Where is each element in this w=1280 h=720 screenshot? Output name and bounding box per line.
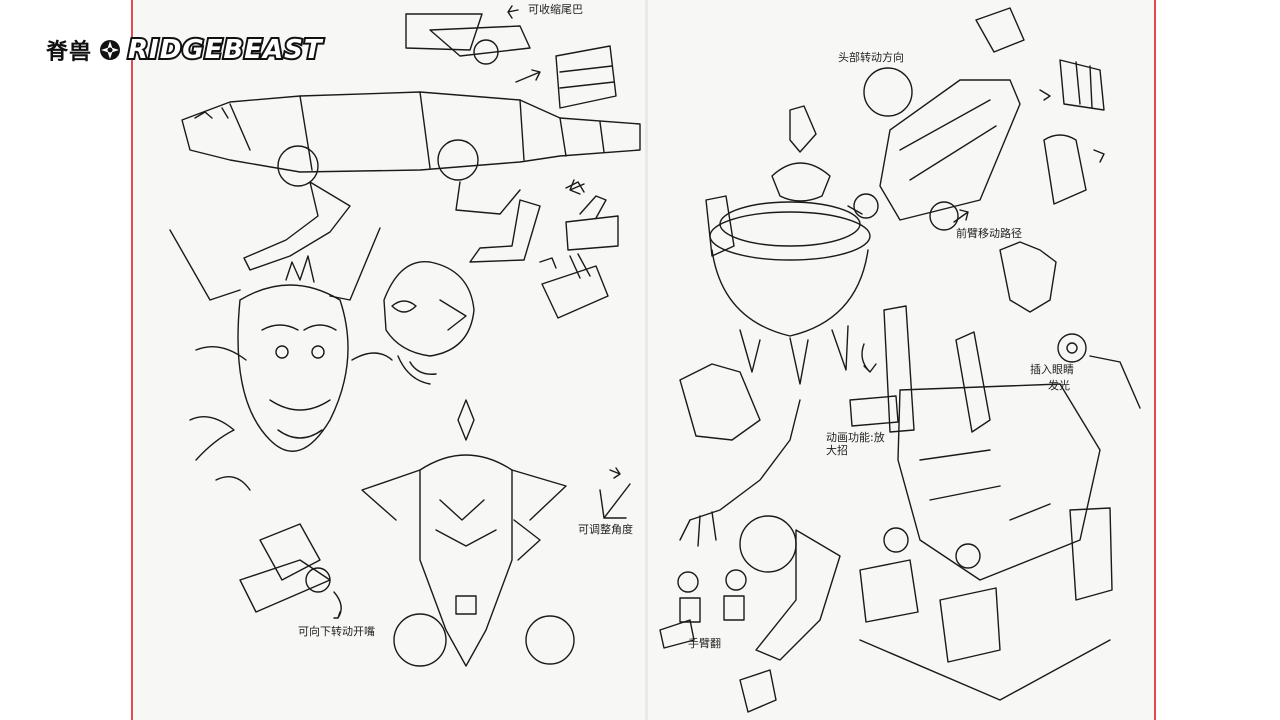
dragon-head-sketch [169, 227, 393, 491]
book-gutter [645, 0, 648, 720]
compass-mark-icon [100, 40, 121, 60]
lever-detail [539, 181, 619, 319]
note-adjustable-angle: 可调整角度 [578, 523, 633, 536]
jaw-mechanism-sketch [239, 523, 342, 619]
note-head-rotation: 头部转动方向 [838, 51, 904, 64]
right-page [648, 0, 1154, 720]
forearm-path-sketch [999, 241, 1057, 313]
note-tail: 可收缩尾巴 [528, 3, 583, 16]
note-insert-eye: 插入眼睛 [1030, 363, 1074, 376]
mech-body-sketch [849, 305, 1113, 701]
rotating-head-sketch [853, 67, 1021, 231]
note-glow: 发光 [1048, 379, 1070, 392]
horn-detail-sketch [975, 7, 1105, 205]
serpent-body-sketch [181, 91, 641, 271]
left-edge-accent [131, 0, 133, 720]
note-launch-move: 动画功能:放大招 [826, 431, 885, 457]
eye-insert-sketch [1057, 333, 1141, 409]
arm-flip-sketch [659, 515, 841, 713]
guardian-beast-profile [383, 260, 475, 385]
note-forearm-path: 前臂移动路径 [956, 227, 1022, 240]
incense-vessel-sketch [705, 105, 871, 385]
logo-english-text: RIDGEBEAST [126, 33, 324, 67]
armored-head-sketch [361, 399, 575, 667]
right-edge-accent [1154, 0, 1156, 720]
tail-retract-detail [405, 5, 617, 109]
note-mouth-rotate: 可向下转动开嘴 [298, 625, 375, 638]
claw-arm-sketch [679, 363, 801, 547]
curved-arrows [569, 179, 877, 373]
note-arm-flip: 手臂翻 [688, 637, 721, 650]
angle-adjust-sketch [599, 467, 631, 519]
ridgebeast-logo: 脊兽 RIDGEBEAST [46, 33, 324, 67]
logo-chinese-text: 脊兽 [46, 40, 93, 65]
